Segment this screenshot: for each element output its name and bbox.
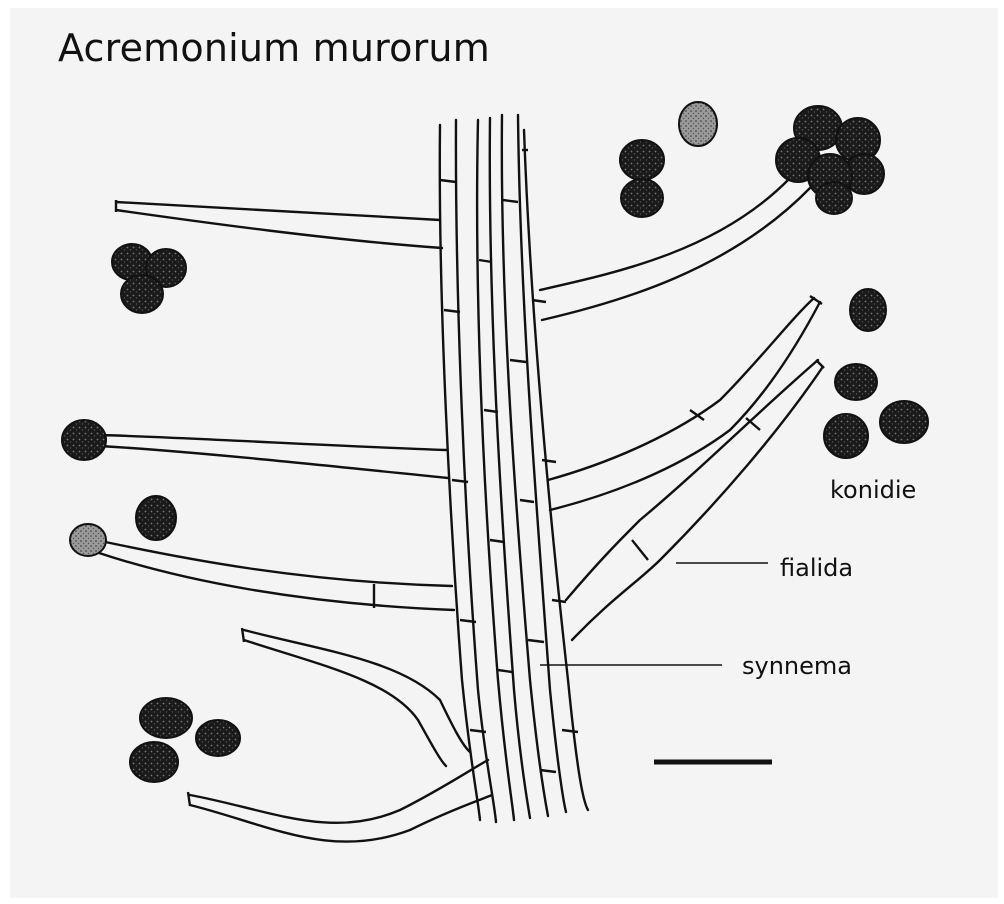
conidia bbox=[62, 102, 928, 782]
synnema-hyphae bbox=[440, 115, 588, 822]
label-synnema: synnema bbox=[742, 652, 852, 680]
label-fialida: fialida bbox=[780, 554, 853, 582]
label-konidie: konidie bbox=[830, 476, 916, 504]
figure-title: Acremonium murorum bbox=[58, 26, 490, 70]
